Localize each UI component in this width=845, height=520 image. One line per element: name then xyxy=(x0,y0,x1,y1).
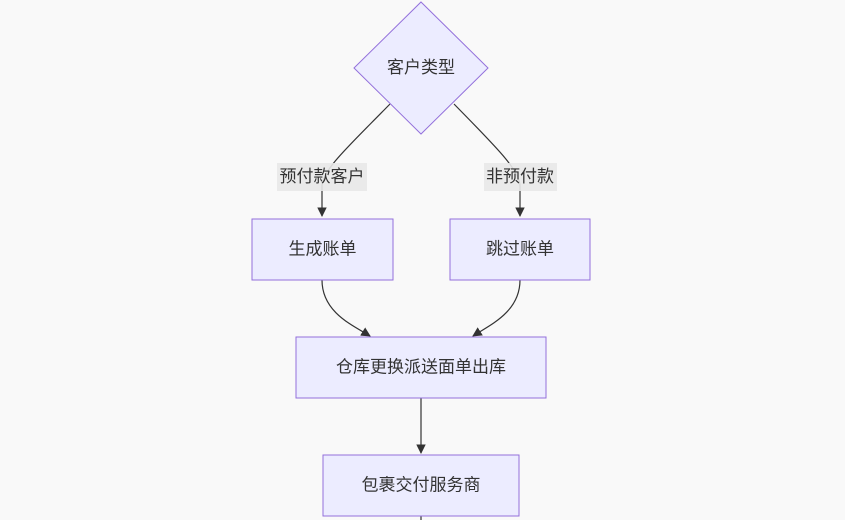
node-warehouse-outbound-label: 仓库更换派送面单出库 xyxy=(336,358,506,378)
node-customer-type-label: 客户类型 xyxy=(387,58,455,78)
edge-skip-bill-to-warehouse xyxy=(472,279,521,337)
node-deliver-package: 包裹交付服务商 xyxy=(322,454,520,517)
node-skip-bill-label: 跳过账单 xyxy=(486,240,554,260)
node-skip-bill: 跳过账单 xyxy=(449,218,591,281)
edge-generate-bill-to-warehouse xyxy=(321,279,371,337)
node-generate-bill: 生成账单 xyxy=(251,218,394,281)
edge-label-prepaid-text: 预付款客户 xyxy=(280,167,365,187)
node-generate-bill-label: 生成账单 xyxy=(289,240,357,260)
edge-customer-type-to-skip-bill xyxy=(453,103,525,217)
node-warehouse-outbound: 仓库更换派送面单出库 xyxy=(295,336,547,399)
edge-customer-type-to-generate-bill xyxy=(317,103,391,217)
edge-label-non-prepaid-text: 非预付款 xyxy=(486,167,554,187)
node-customer-type: 客户类型 xyxy=(353,1,489,135)
edge-label-non-prepaid: 非预付款 xyxy=(484,163,557,191)
edge-label-prepaid: 预付款客户 xyxy=(277,163,367,191)
node-deliver-package-label: 包裹交付服务商 xyxy=(362,476,481,496)
